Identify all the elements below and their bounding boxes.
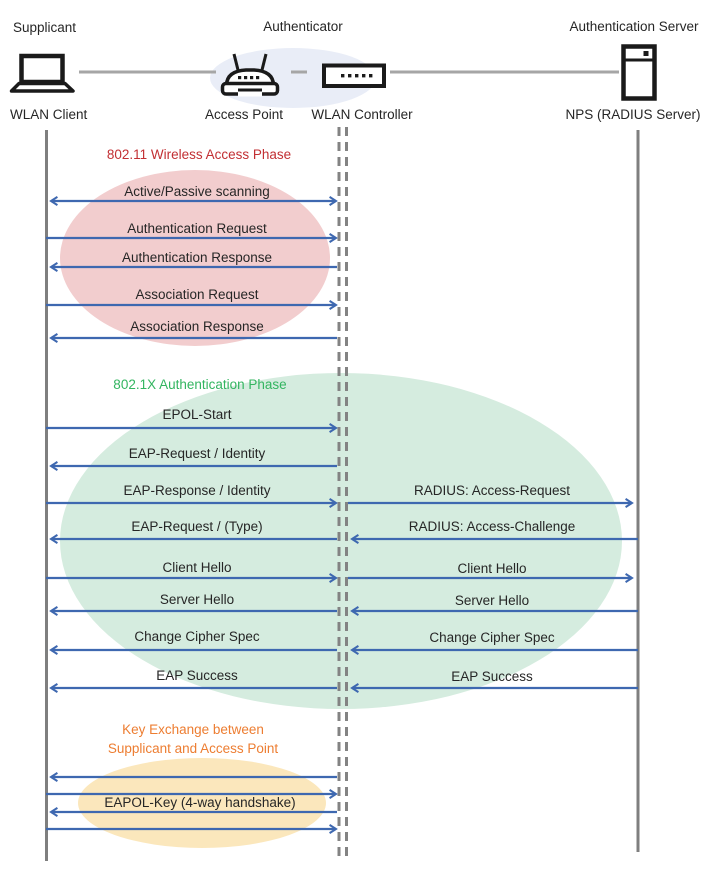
- msg-eap-request-identity: EAP-Request / Identity: [128, 446, 266, 461]
- msg-eap-success-left: EAP Success: [156, 668, 238, 683]
- msg-eapol-key: EAPOL-Key (4-way handshake): [104, 795, 296, 810]
- msg-change-cipher-right: Change Cipher Spec: [429, 630, 555, 645]
- msg-server-hello-right: Server Hello: [454, 593, 530, 608]
- key-exchange-phase-ellipse: [78, 758, 326, 848]
- msg-assoc-request: Association Request: [135, 287, 259, 302]
- node-label-access-point: Access Point: [204, 107, 284, 122]
- role-authentication-server: Authentication Server: [569, 19, 699, 34]
- server-tower-icon: [621, 44, 657, 101]
- phase-title-authentication: 802.1X Authentication Phase: [113, 377, 287, 392]
- msg-assoc-response: Association Response: [130, 319, 264, 334]
- msg-eap-request-type: EAP-Request / (Type): [131, 519, 263, 534]
- msg-scanning: Active/Passive scanning: [124, 184, 270, 199]
- role-supplicant: Supplicant: [13, 20, 77, 35]
- controller-lifeline-dashed: [337, 127, 348, 856]
- msg-client-hello-right: Client Hello: [457, 561, 527, 576]
- role-authenticator: Authenticator: [263, 19, 343, 34]
- node-label-wlan-client: WLAN Client: [10, 107, 88, 122]
- laptop-icon: [9, 53, 75, 93]
- msg-change-cipher-left: Change Cipher Spec: [134, 629, 260, 644]
- msg-radius-access-request: RADIUS: Access-Request: [413, 483, 571, 498]
- msg-radius-access-challenge: RADIUS: Access-Challenge: [408, 519, 576, 534]
- phase-title-key-exchange-line2: Supplicant and Access Point: [107, 741, 279, 756]
- phase-title-wireless-access: 802.11 Wireless Access Phase: [106, 147, 292, 162]
- phase-title-key-exchange-line1: Key Exchange between: [122, 722, 264, 737]
- wireless-router-icon: [220, 53, 280, 97]
- msg-auth-request: Authentication Request: [127, 221, 267, 236]
- msg-server-hello-left: Server Hello: [159, 592, 235, 607]
- msg-eap-response-identity: EAP-Response / Identity: [123, 483, 271, 498]
- node-label-nps-radius-server: NPS (RADIUS Server): [565, 107, 701, 122]
- controller-box-icon: [322, 63, 386, 88]
- msg-client-hello-left: Client Hello: [162, 560, 232, 575]
- node-label-wlan-controller: WLAN Controller: [311, 107, 413, 122]
- msg-eap-success-right: EAP Success: [451, 669, 533, 684]
- msg-auth-response: Authentication Response: [121, 250, 273, 265]
- msg-epol-start: EPOL-Start: [162, 407, 232, 422]
